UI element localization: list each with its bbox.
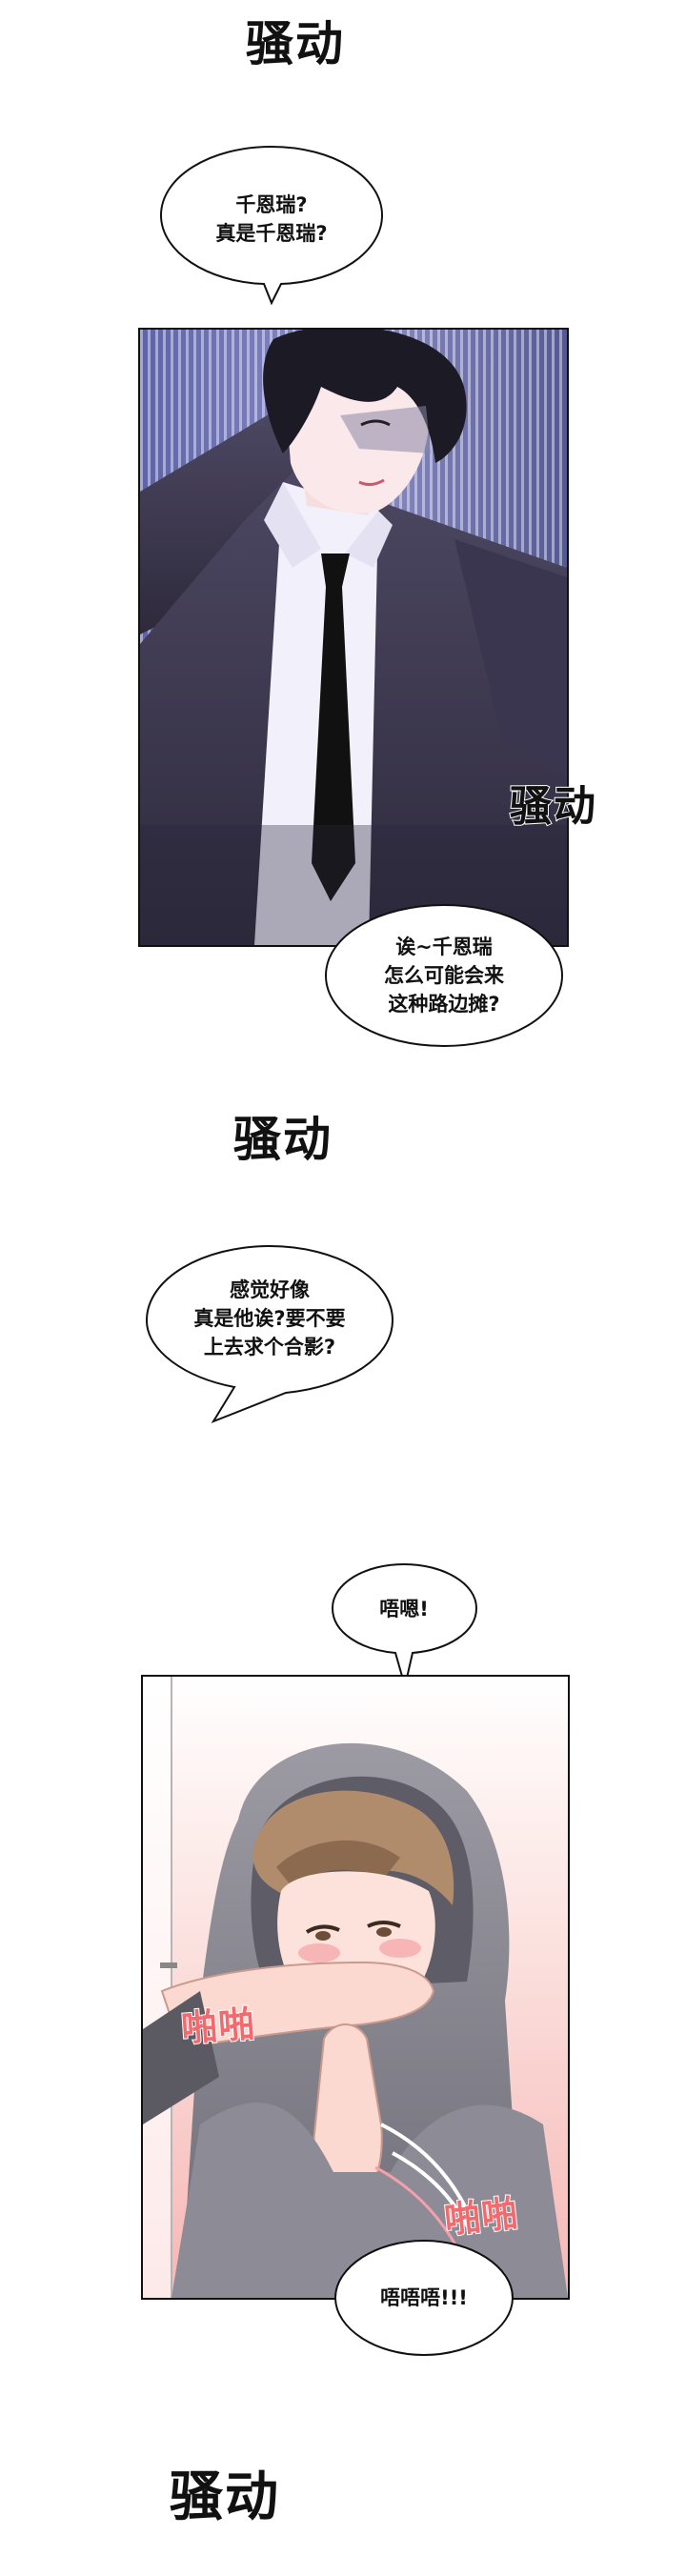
bubble-2-line-3: 这种路边摊? xyxy=(388,993,500,1016)
sfx-commotion-middle: 骚动 xyxy=(233,1112,333,1167)
bubble-2-line-2: 怎么可能会来 xyxy=(384,964,504,987)
sfx-commotion-panel: 骚动 xyxy=(509,781,597,832)
bubble-4-line-1: 唔嗯! xyxy=(379,1598,429,1620)
bubble-1-line-1: 千恩瑞? xyxy=(235,193,308,216)
panel-2-hooded-man xyxy=(141,1675,570,2300)
panel-1-illustration xyxy=(140,330,567,945)
speech-bubble-2: 诶~千恩瑞 怎么可能会来 这种路边摊? xyxy=(322,903,566,1048)
bubble-2-shape xyxy=(324,903,564,1048)
bubble-5-shape xyxy=(333,2239,514,2357)
bubble-3-line-2: 真是他诶?要不要 xyxy=(193,1307,346,1330)
speech-bubble-4: 唔嗯! xyxy=(329,1562,479,1687)
sfx-slap-right: 啪啪 xyxy=(441,2191,521,2243)
bubble-3-line-1: 感觉好像 xyxy=(230,1278,310,1301)
panel-1-dark-haired-man xyxy=(138,328,569,947)
bubble-1-shape xyxy=(159,145,384,306)
speech-bubble-5: 唔唔唔!!! xyxy=(332,2239,516,2357)
speech-bubble-1: 千恩瑞? 真是千恩瑞? xyxy=(157,143,386,306)
sfx-commotion-bottom: 骚动 xyxy=(170,2466,280,2528)
speech-bubble-3: 感觉好像 真是他诶?要不要 上去求个合影? xyxy=(143,1244,396,1424)
sfx-slap-left: 啪啪 xyxy=(179,2002,258,2050)
panel-2-illustration xyxy=(143,1677,568,2298)
bubble-1-line-2: 真是千恩瑞? xyxy=(215,222,328,245)
bubble-3-line-3: 上去求个合影? xyxy=(203,1336,336,1358)
bubble-5-line-1: 唔唔唔!!! xyxy=(380,2286,468,2309)
sfx-commotion-top: 骚动 xyxy=(246,16,345,71)
bubble-2-line-1: 诶~千恩瑞 xyxy=(395,936,493,958)
bubble-3-shape xyxy=(145,1244,394,1424)
